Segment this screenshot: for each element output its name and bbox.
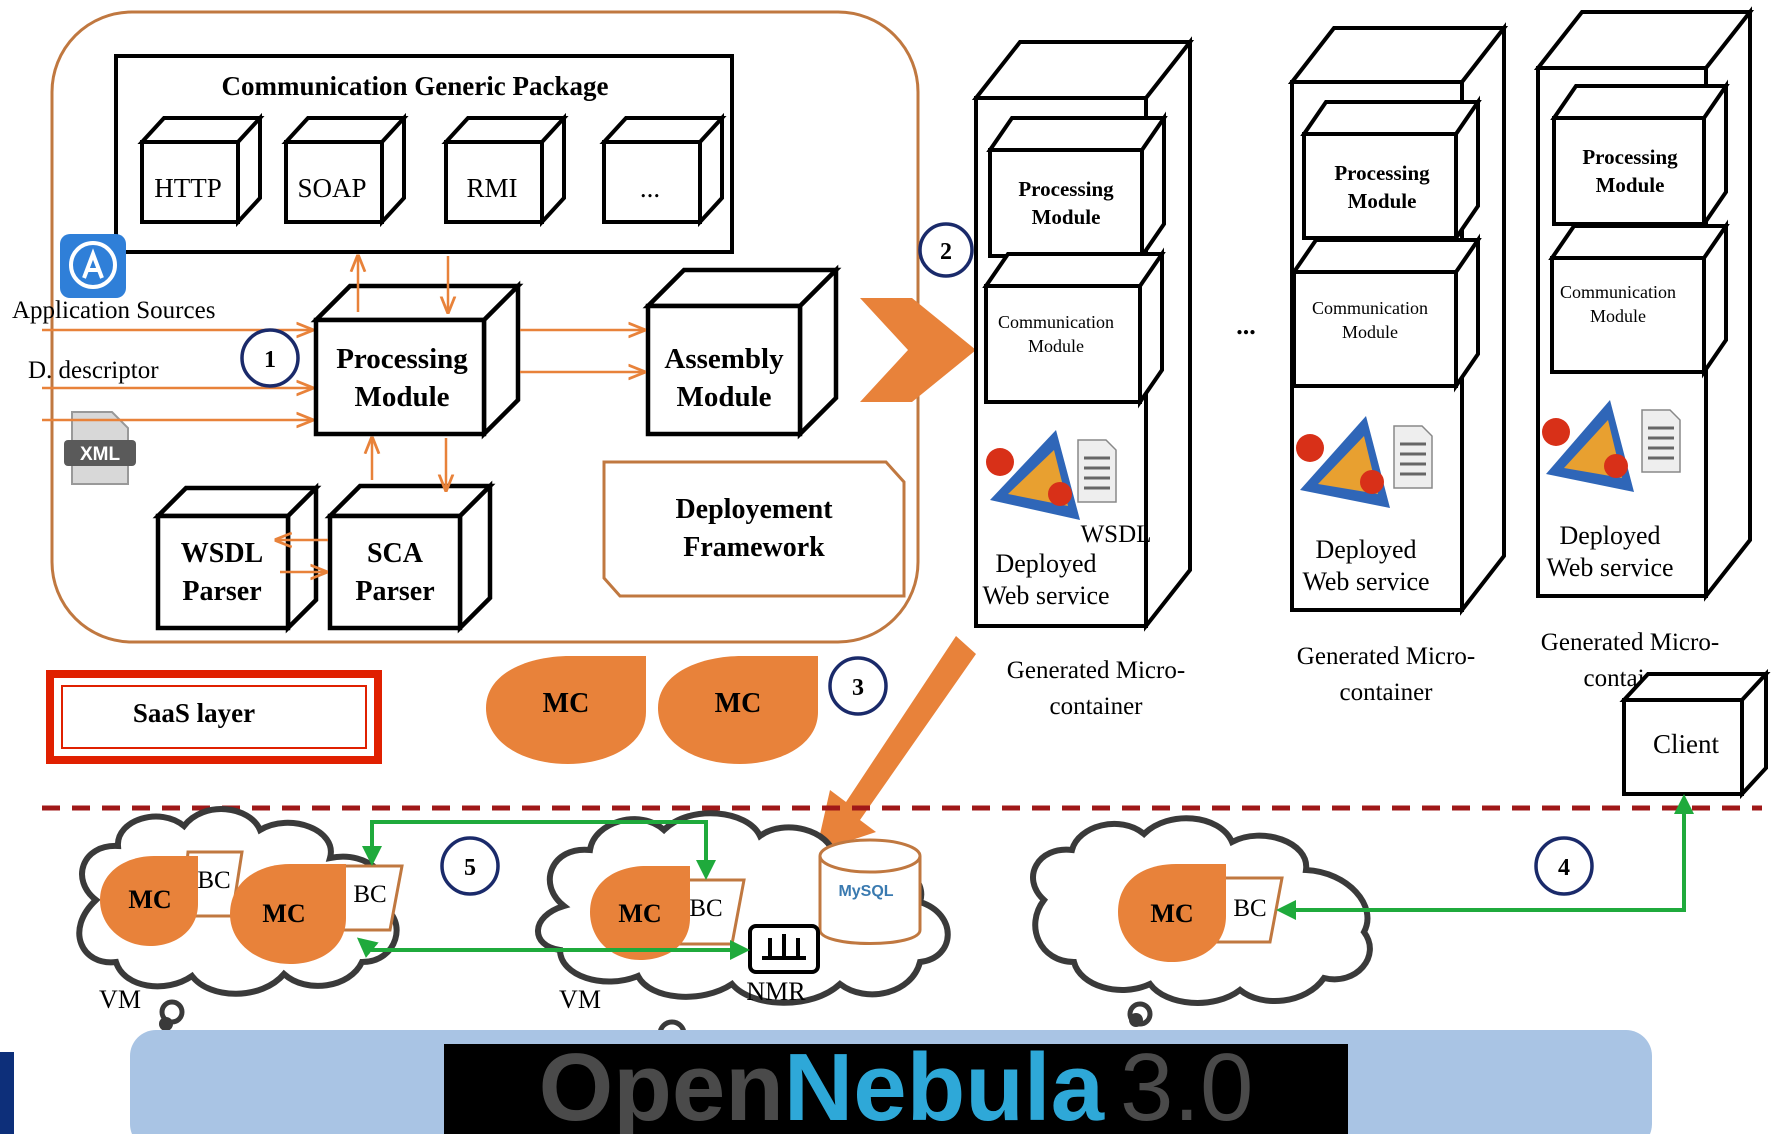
vm-2-label: VM [559,985,601,1014]
step-1-label: 1 [264,347,276,373]
mc2-deployed-2: Web service [1302,567,1429,596]
green-link-bc2-nmr [356,937,750,960]
svg-text:BC: BC [353,881,386,908]
containers-ellipsis: ... [1236,311,1256,340]
protocol-more-cube: ... [599,112,727,228]
wsdl-parser-label-2: Parser [182,576,261,607]
mc-drop-2: MC [658,656,818,764]
wsdl-parser-label-1: WSDL [181,538,263,569]
mysql-label: MySQL [838,883,893,900]
mc-drop-1: MC [486,656,646,764]
mc1-communication-2: Module [1028,336,1084,356]
assembly-module-label-2: Module [676,381,771,413]
mc3-processing-2: Module [1596,173,1665,197]
mc3-deployed-1: Deployed [1559,521,1660,550]
protocol-http-label: HTTP [154,173,222,203]
mc3-caption-1: Generated Micro- [1541,629,1719,656]
micro-container-1: Processing Module Communication Module W… [971,36,1195,632]
mc2-caption-1: Generated Micro- [1297,643,1475,670]
mc2-deployed-1: Deployed [1315,535,1416,564]
sca-parser-cube: SCA Parser [324,480,496,634]
step-3-circle [828,656,888,716]
svg-text:BC: BC [197,867,230,894]
mc3-deployed-2: Web service [1546,553,1673,582]
svg-text:BC: BC [1233,895,1266,922]
vm-1-label: VM [99,985,141,1014]
svg-text:MC: MC [1150,899,1193,928]
mc2-communication-1: Communication [1312,298,1428,318]
protocol-soap-cube: SOAP [281,112,409,228]
micro-container-2: Processing Module Communication Module D… [1287,22,1509,616]
mc3-processing-1: Processing [1582,145,1678,169]
step-5-label: 5 [464,855,476,881]
svg-text:XML: XML [80,444,121,465]
assembly-module-cube: Assembly Module [642,264,842,440]
svg-text:MC: MC [715,688,762,719]
mysql-database: MySQL [818,838,922,945]
mc2-processing-1: Processing [1334,161,1430,185]
mc1-caption-2: container [1049,693,1143,720]
xml-file-icon: XML [64,411,136,485]
protocol-more-label: ... [640,173,660,203]
step-2-label: 2 [940,239,952,265]
generate-chevron-arrow [860,298,976,402]
mc-bc-pair-1: BC MC [100,850,244,946]
step-1-circle [240,328,300,388]
deployment-framework-box [602,460,906,598]
mc1-wsdl-label: WSDL [1081,521,1152,548]
descriptor-label: D. descriptor [28,357,159,384]
opennebula-logo-bg [444,1044,1348,1134]
processing-module-label-1: Processing [336,343,468,375]
mc-bc-pair-4: BC MC [1118,864,1284,962]
mc1-caption-1: Generated Micro- [1007,657,1185,684]
processing-module-cube: Processing Module [310,280,524,440]
mc2-communication-2: Module [1342,322,1398,342]
sca-parser-label-1: SCA [367,538,424,569]
deployment-framework-label-1: Deployement [675,494,833,525]
mc1-processing-1: Processing [1018,177,1114,201]
svg-text:MC: MC [543,688,590,719]
processing-module-label-2: Module [354,381,449,413]
protocol-soap-label: SOAP [297,173,366,203]
sca-parser-label-2: Parser [355,576,434,607]
svg-text:BC: BC [689,895,722,922]
app-sources-label: Application Sources [12,297,215,324]
mc3-communication-2: Module [1590,306,1646,326]
mc2-caption-2: container [1339,679,1433,706]
mc-bc-pair-3: BC MC [590,866,746,960]
assembly-module-label-1: Assembly [664,343,784,375]
wsdl-parser-cube: WSDL Parser [152,482,322,634]
saas-layer-box [46,670,382,764]
mc3-communication-1: Communication [1560,282,1676,302]
client-label: Client [1653,729,1719,759]
deployment-framework-label-2: Framework [683,532,825,563]
mc2-processing-2: Module [1348,189,1417,213]
mc1-communication-1: Communication [998,312,1114,332]
protocol-rmi-cube: RMI [441,112,569,228]
protocol-http-cube: HTTP [137,112,265,228]
client-cube: Client [1619,668,1771,800]
svg-text:MC: MC [262,899,305,928]
svg-text:MC: MC [128,885,171,914]
step-4-label: 4 [1558,855,1570,881]
comm-package-title: Communication Generic Package [222,71,609,101]
green-link-bc4-client [1276,794,1694,920]
step-3-label: 3 [852,675,864,701]
micro-container-3: Processing Module Communication Module D… [1533,6,1755,602]
svg-text:MC: MC [618,899,661,928]
green-link-bc2-bc3 [362,820,716,880]
app-store-icon [60,234,126,298]
deploy-diagonal-arrow [816,636,976,852]
mc1-deployed-2: Web service [982,581,1109,610]
saas-layer-label: SaaS layer [133,698,255,728]
mc1-processing-2: Module [1032,205,1101,229]
slide-edge-marker [0,1052,14,1134]
step-2-circle [918,222,974,278]
nmr-label: NMR [746,977,806,1006]
mc1-deployed-1: Deployed [995,549,1096,578]
nmr-router-icon [748,924,820,974]
protocol-rmi-label: RMI [466,173,517,203]
